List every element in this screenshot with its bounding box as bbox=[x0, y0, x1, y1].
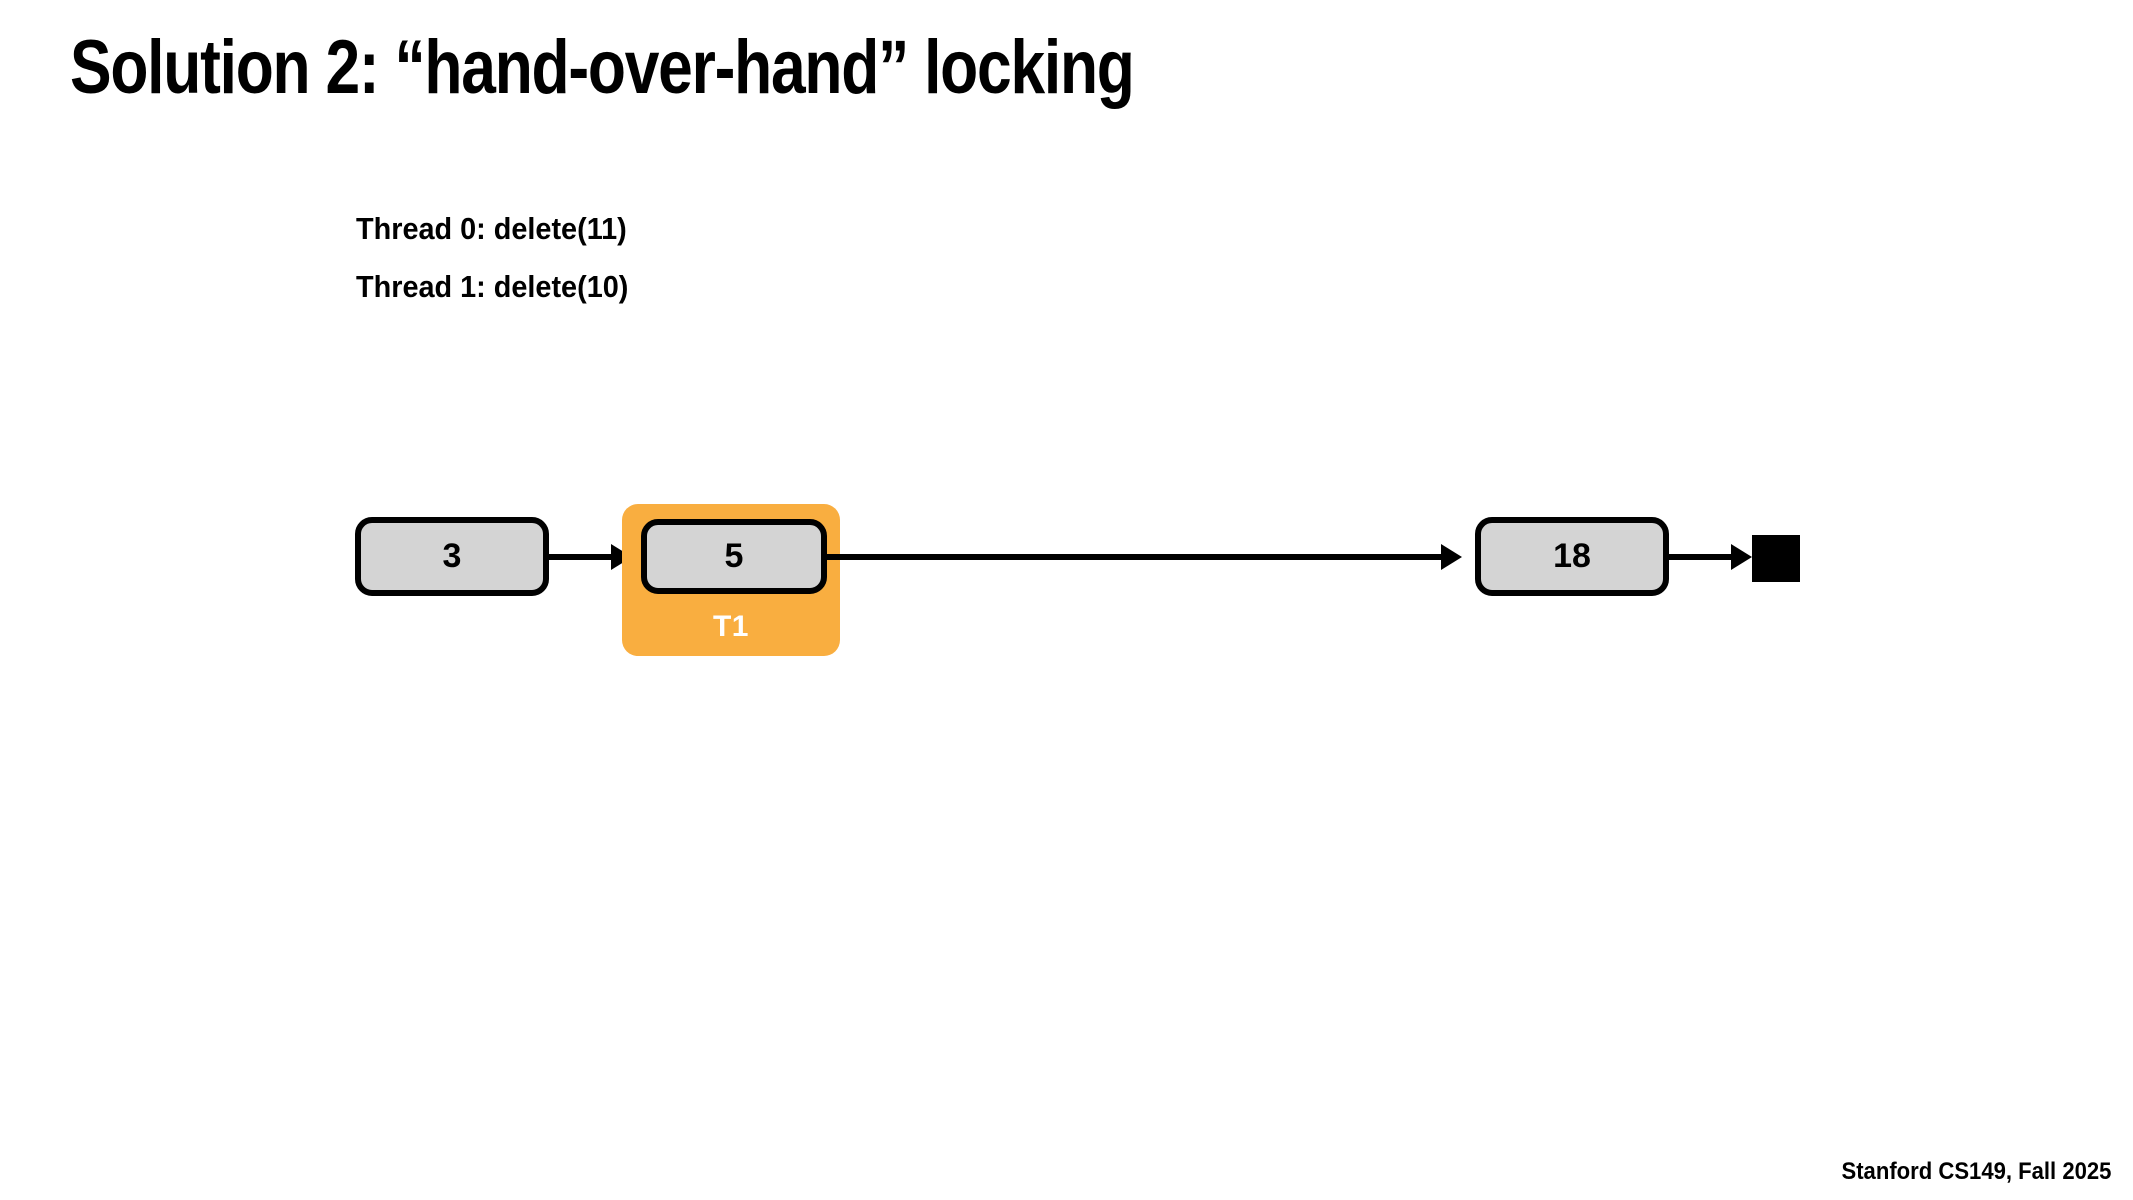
thread-line-0: Thread 0: delete(11) bbox=[356, 211, 627, 246]
null-terminator-square bbox=[1752, 535, 1800, 582]
list-node-3: 3 bbox=[355, 517, 549, 596]
slide-footer: Stanford CS149, Fall 2025 bbox=[1841, 1158, 2111, 1185]
arrow-head-icon bbox=[1441, 544, 1462, 570]
arrow-node18-to-null bbox=[1669, 554, 1739, 560]
lock-label-t1: T1 bbox=[712, 610, 749, 643]
thread-line-1: Thread 1: delete(10) bbox=[356, 269, 629, 304]
list-node-18: 18 bbox=[1475, 517, 1669, 596]
page-title: Solution 2: “hand-over-hand” locking bbox=[70, 25, 1135, 110]
thread-list: Thread 0: delete(11) Thread 1: delete(10… bbox=[356, 200, 649, 316]
arrow-node5-to-node18 bbox=[827, 554, 1447, 560]
arrow-node3-to-node5 bbox=[549, 554, 625, 560]
arrow-head-icon bbox=[1731, 544, 1752, 570]
list-node-5: 5 bbox=[641, 519, 827, 594]
